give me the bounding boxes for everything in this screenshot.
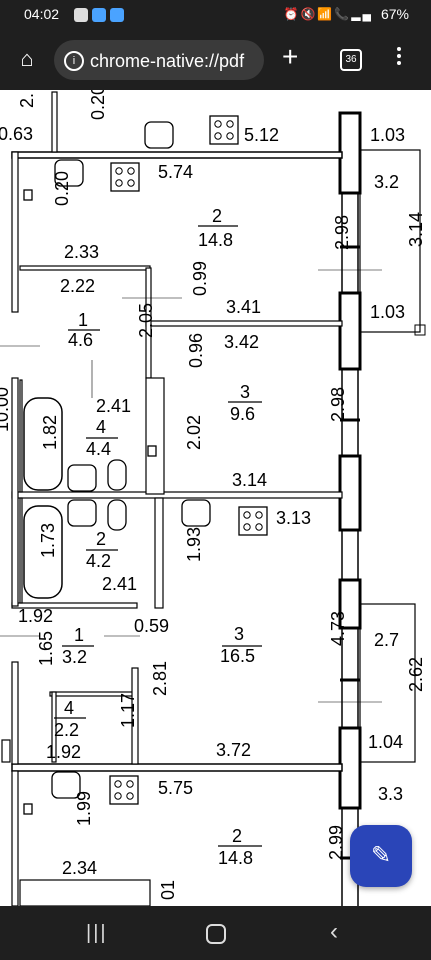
more-vert-icon[interactable] xyxy=(394,44,404,76)
dim-label: 0.63 xyxy=(0,124,33,144)
dim-label: 1.92 xyxy=(46,742,81,762)
room-area: 16.5 xyxy=(220,646,255,666)
dim-label: 2.98 xyxy=(332,215,352,250)
room-area: 9.6 xyxy=(230,404,255,424)
floor-plan-drawing: 2. 0.20 0.63 5.12 1.03 5.74 3.2 0.20 2 1… xyxy=(0,90,426,906)
dim-label: 2.99 xyxy=(326,825,346,860)
app-notification-icon xyxy=(92,8,106,22)
room-number: 2 xyxy=(96,529,106,549)
dim-label: 1.03 xyxy=(370,125,405,145)
dim-label: 0.59 xyxy=(134,616,169,636)
room-number: 1 xyxy=(78,310,88,330)
dim-label: 3.13 xyxy=(276,508,311,528)
dim-label: 2.7 xyxy=(374,630,399,650)
dim-label: 2.05 xyxy=(136,303,156,338)
android-nav-bar: ||| ‹ xyxy=(0,906,431,960)
facade-pillar xyxy=(338,111,362,195)
room-number: 2 xyxy=(212,206,222,226)
dim-label: 5.74 xyxy=(158,162,193,182)
new-tab-icon[interactable]: + xyxy=(282,41,299,72)
dim-label: 4.73 xyxy=(328,611,348,646)
dim-label: 1.99 xyxy=(74,791,94,826)
dimension-labels: 2. 0.20 0.63 5.12 1.03 5.74 3.2 0.20 2 1… xyxy=(0,90,426,900)
dim-label: 1.65 xyxy=(36,631,56,666)
facade-pillar xyxy=(338,291,362,371)
facade-pillar xyxy=(338,454,362,532)
stove xyxy=(209,115,239,145)
dim-label: 1.73 xyxy=(38,523,58,558)
dim-label: 2.22 xyxy=(60,276,95,296)
home-circle-icon[interactable] xyxy=(206,924,226,944)
dim-label: 0.96 xyxy=(186,333,206,368)
dim-label: 2.62 xyxy=(406,657,426,692)
url-text[interactable]: chrome-native://pdf xyxy=(90,51,245,71)
dim-label: 2.98 xyxy=(328,387,348,422)
app-notification-icon-2 xyxy=(110,8,124,22)
dim-label: 3.2 xyxy=(374,172,399,192)
pdf-floor-plan-viewer[interactable]: 2. 0.20 0.63 5.12 1.03 5.74 3.2 0.20 2 1… xyxy=(0,90,431,906)
stove xyxy=(238,506,268,536)
dim-label: 5.75 xyxy=(158,778,193,798)
dim-label: 2.41 xyxy=(102,574,137,594)
dim-label: 5.12 xyxy=(244,125,279,145)
dim-label: 2. xyxy=(17,93,37,108)
browser-toolbar: ⌂ i chrome-native://pdf + 36 xyxy=(0,30,431,90)
edit-pencil-icon[interactable]: ✎ xyxy=(350,825,412,887)
room-area: 4.6 xyxy=(68,330,93,350)
dim-label: 0.99 xyxy=(190,261,210,296)
dim-label: 1.82 xyxy=(40,415,60,450)
info-icon[interactable]: i xyxy=(64,51,84,71)
room-number: 4 xyxy=(96,417,106,437)
room-number: 3 xyxy=(240,382,250,402)
room-area: 3.2 xyxy=(62,647,87,667)
notification-icons xyxy=(74,8,124,22)
dim-label: 10.00 xyxy=(0,387,12,432)
system-status-icons: ⏰🔇📶📞▂▄ xyxy=(283,7,373,21)
dim-label: 3.41 xyxy=(226,297,261,317)
home-icon[interactable]: ⌂ xyxy=(20,46,34,71)
dim-label: 3.72 xyxy=(216,740,251,760)
bathtub xyxy=(23,505,63,599)
dim-label: 1.92 xyxy=(18,606,53,626)
tab-switcher-button[interactable]: 36 xyxy=(340,49,362,71)
bathtub xyxy=(23,397,63,491)
dim-label: 2.02 xyxy=(184,415,204,450)
room-area: 4.4 xyxy=(86,439,111,459)
stove xyxy=(110,162,140,192)
dim-label: 01 xyxy=(158,880,178,900)
dim-label: 0.20 xyxy=(52,171,72,206)
status-time: 04:02 xyxy=(24,6,60,22)
room-area: 14.8 xyxy=(198,230,233,250)
dim-label: 2.41 xyxy=(96,396,131,416)
facade-pillar xyxy=(338,726,362,810)
room-area: 2.2 xyxy=(54,720,79,740)
dim-label: 2.33 xyxy=(64,242,99,262)
dim-label: 3.14 xyxy=(406,212,426,247)
dim-label: 0.20 xyxy=(88,90,108,120)
dim-label: 3.3 xyxy=(378,784,403,804)
dim-label: 1.04 xyxy=(368,732,403,752)
room-number: 2 xyxy=(232,826,242,846)
dim-label: 1.93 xyxy=(184,527,204,562)
address-bar[interactable]: i chrome-native://pdf xyxy=(54,40,264,80)
dim-label: 1.03 xyxy=(370,302,405,322)
recents-icon[interactable]: ||| xyxy=(86,922,108,944)
room-number: 1 xyxy=(74,625,84,645)
gallery-notification-icon xyxy=(74,8,88,22)
status-bar: 04:02 ⏰🔇📶📞▂▄ 67% xyxy=(0,0,431,30)
dim-label: 2.81 xyxy=(150,661,170,696)
back-icon[interactable]: ‹ xyxy=(330,918,338,945)
dim-label: 1.17 xyxy=(118,693,138,728)
room-number: 4 xyxy=(64,698,74,718)
dim-label: 3.14 xyxy=(232,470,267,490)
room-number: 3 xyxy=(234,624,244,644)
room-area: 4.2 xyxy=(86,551,111,571)
room-area: 14.8 xyxy=(218,848,253,868)
dim-label: 3.42 xyxy=(224,332,259,352)
battery-level: 67% xyxy=(380,6,409,22)
stove xyxy=(109,775,139,805)
dim-label: 2.34 xyxy=(62,858,97,878)
